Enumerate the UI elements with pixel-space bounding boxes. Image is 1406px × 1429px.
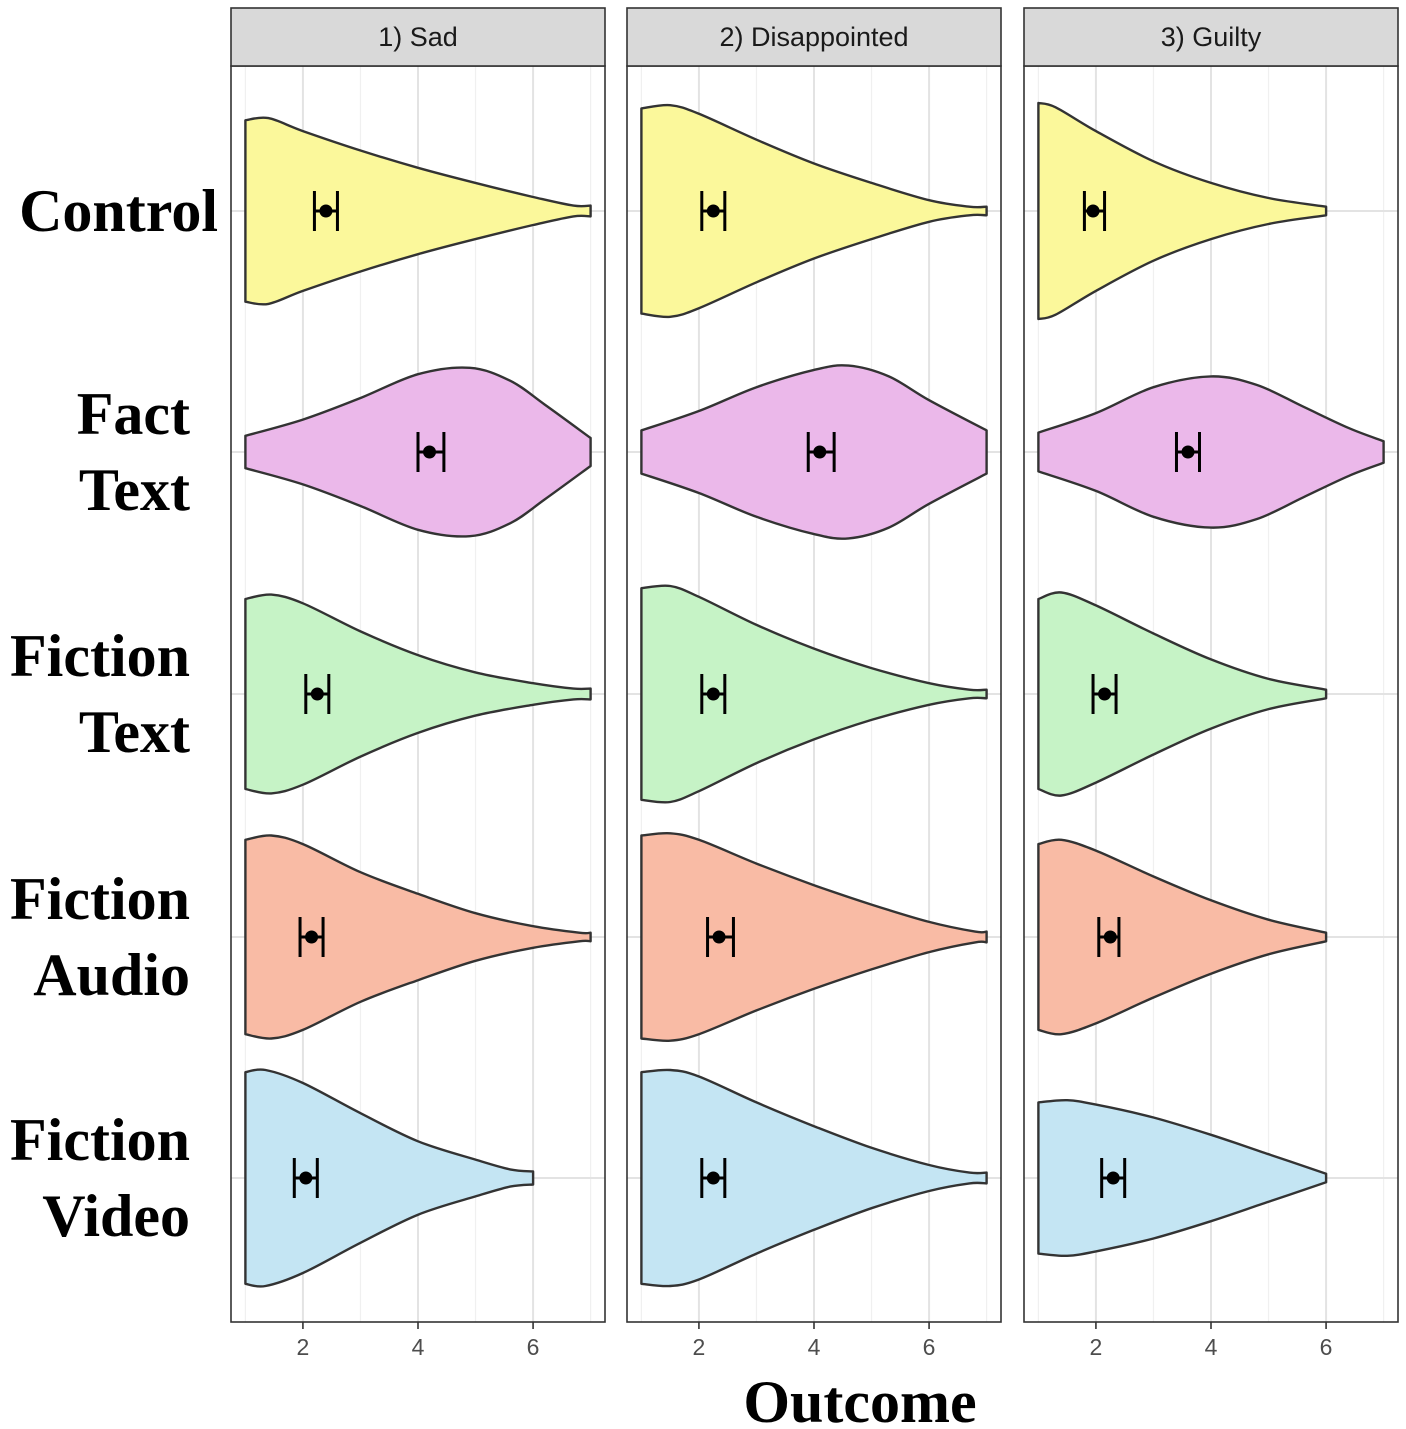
facet-panels: 1) Sad 2 4 6 2) Disappointed 2 4 6 3) Guilty 2 4 6 (230, 7, 1399, 1360)
violin-fiction-audio-facet-1 (244, 834, 592, 1040)
violin-fiction-video-facet-1 (244, 1068, 535, 1288)
violin-fiction-video-facet-2 (640, 1068, 988, 1288)
violin-control-facet-2 (640, 103, 988, 319)
group-label: Video (42, 1183, 190, 1249)
facet-3-strip-label: 3) Guilty (1161, 22, 1262, 52)
mean-point-fact-text-facet-2 (813, 445, 827, 459)
mean-point-fiction-text-facet-2 (706, 687, 720, 701)
x-tick-label: 6 (527, 1334, 540, 1360)
x-tick-label: 4 (1205, 1334, 1218, 1360)
violin-control-facet-3 (1037, 101, 1328, 321)
facet-2-panel: 2) Disappointed 2 4 6 (626, 7, 1002, 1360)
facet-3-strip (1023, 7, 1399, 67)
mean-point-fiction-text-facet-3 (1098, 687, 1112, 701)
x-tick-label: 6 (923, 1334, 936, 1360)
x-tick-label: 6 (1320, 1334, 1333, 1360)
mean-point-fiction-video-facet-3 (1106, 1171, 1120, 1185)
violin-fiction-video-facet-3 (1037, 1098, 1328, 1258)
x-tick-label: 2 (693, 1334, 706, 1360)
facet-2-strip (626, 7, 1002, 67)
facet-2-strip-label: 2) Disappointed (719, 22, 908, 52)
x-tick-label: 4 (412, 1334, 425, 1360)
mean-point-fiction-video-facet-2 (706, 1171, 720, 1185)
violin-fact-text-facet-3 (1037, 375, 1385, 529)
violin-fiction-text-facet-3 (1037, 591, 1328, 797)
violin-fiction-text-facet-1 (244, 593, 592, 795)
mean-point-fact-text-facet-1 (423, 445, 437, 459)
mean-point-fiction-audio-facet-2 (712, 930, 726, 944)
group-label: Fiction (10, 623, 190, 689)
mean-point-fact-text-facet-3 (1181, 445, 1195, 459)
mean-point-fiction-text-facet-1 (310, 687, 324, 701)
violin-fiction-audio-facet-3 (1037, 838, 1328, 1036)
facet-1-strip (230, 7, 606, 67)
x-axis-title: Outcome (743, 1369, 976, 1429)
facet-3-panel: 3) Guilty 2 4 6 (1023, 7, 1399, 1360)
violin-fiction-audio-facet-2 (640, 831, 988, 1043)
group-label: Fiction (10, 1107, 190, 1173)
group-labels: ControlFactTextFictionTextFictionAudioFi… (10, 178, 218, 1249)
x-tick-label: 2 (1090, 1334, 1103, 1360)
facet-1-panel: 1) Sad 2 4 6 (230, 7, 606, 1360)
mean-point-fiction-audio-facet-1 (305, 930, 319, 944)
violin-fiction-text-facet-2 (640, 584, 988, 804)
x-tick-label: 4 (808, 1334, 821, 1360)
group-label: Fiction (10, 866, 190, 932)
group-label: Control (19, 178, 218, 244)
facet-1-strip-label: 1) Sad (378, 22, 458, 52)
group-label: Audio (33, 942, 190, 1008)
group-label: Text (79, 699, 190, 765)
mean-point-fiction-audio-facet-3 (1103, 930, 1117, 944)
mean-point-control-facet-3 (1086, 204, 1100, 218)
group-label: Text (79, 457, 190, 523)
violin-control-facet-1 (244, 116, 592, 306)
x-tick-label: 2 (297, 1334, 310, 1360)
mean-point-control-facet-2 (706, 204, 720, 218)
mean-point-control-facet-1 (319, 204, 333, 218)
mean-point-fiction-video-facet-1 (299, 1171, 313, 1185)
group-label: Fact (77, 381, 190, 447)
